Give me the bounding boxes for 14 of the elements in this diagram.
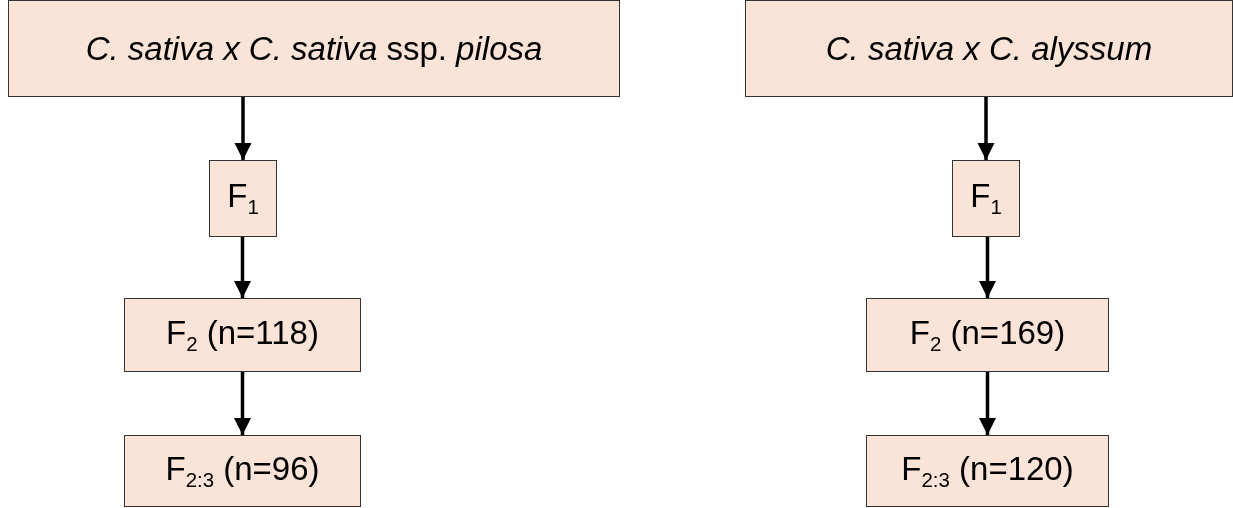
arrow	[977, 97, 995, 160]
process-box: C. sativa x C. alyssum	[745, 0, 1233, 97]
arrow	[978, 372, 997, 435]
process-box: F$_{2}$ (n=169)	[866, 298, 1109, 372]
process-box: F$_{2:3}$ (n=120)	[866, 435, 1109, 507]
process-box: F$_{2:3}$ (n=96)	[124, 435, 361, 507]
process-box: C. sativa x C. sativa ssp. pilosa	[8, 0, 620, 97]
process-box: F$_{1}$	[209, 160, 277, 237]
arrow	[978, 237, 997, 298]
arrow	[233, 237, 252, 298]
process-box: F$_{2}$ (n=118)	[124, 298, 361, 372]
arrow	[234, 97, 252, 160]
arrow	[233, 372, 252, 435]
process-box: F$_{1}$	[952, 160, 1020, 237]
